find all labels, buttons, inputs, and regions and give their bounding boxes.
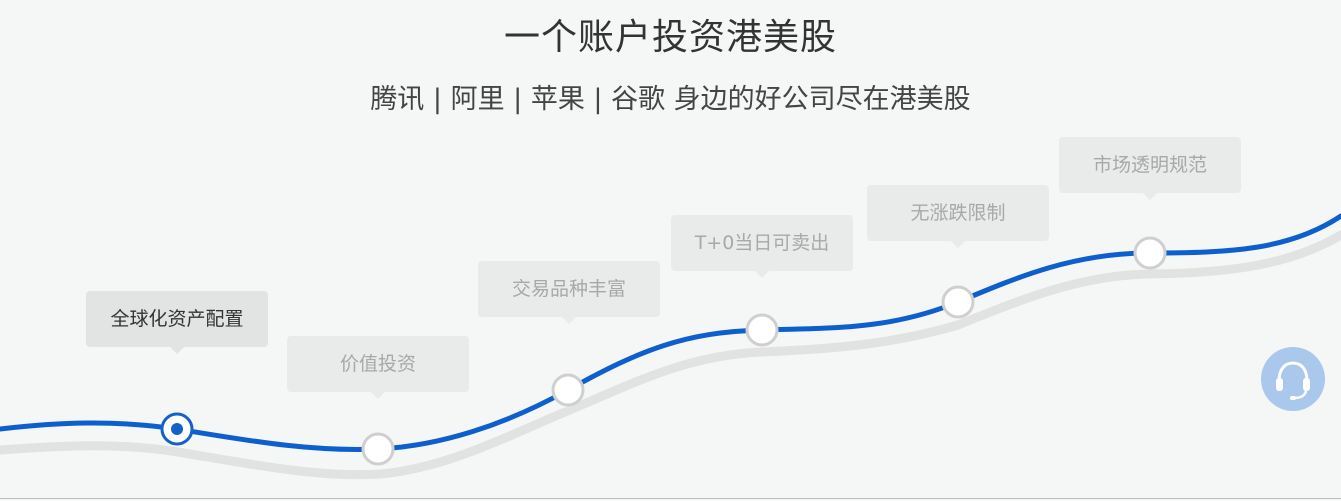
timeline-node-4[interactable] (745, 313, 779, 347)
headset-icon (1276, 361, 1310, 400)
feature-bubble-no-price-limit[interactable]: 无涨跌限制 (867, 185, 1049, 248)
timeline-main-curve (0, 213, 1341, 452)
timeline-node-1[interactable] (160, 412, 194, 446)
timeline-node-2[interactable] (361, 432, 395, 466)
page-subtitle: 腾讯 | 阿里 | 苹果 | 谷歌 身边的好公司尽在港美股 (370, 84, 971, 115)
feature-bubble-transparent-market[interactable]: 市场透明规范 (1059, 137, 1241, 200)
customer-service-button[interactable] (1261, 347, 1325, 411)
timeline-shadow-curve (0, 230, 1341, 480)
feature-bubble-rich-products[interactable]: 交易品种丰富 (478, 261, 660, 324)
page-title: 一个账户投资港美股 (503, 17, 837, 58)
feature-bubble-value-investing[interactable]: 价值投资 (287, 336, 469, 399)
bottom-divider (0, 498, 1341, 499)
feature-bubble-t0-trading[interactable]: T+0当日可卖出 (671, 215, 853, 278)
timeline-node-5[interactable] (941, 285, 975, 319)
timeline-node-3[interactable] (551, 373, 585, 407)
timeline-node-6[interactable] (1133, 236, 1167, 270)
feature-bubble-global-allocation[interactable]: 全球化资产配置 (86, 291, 268, 354)
